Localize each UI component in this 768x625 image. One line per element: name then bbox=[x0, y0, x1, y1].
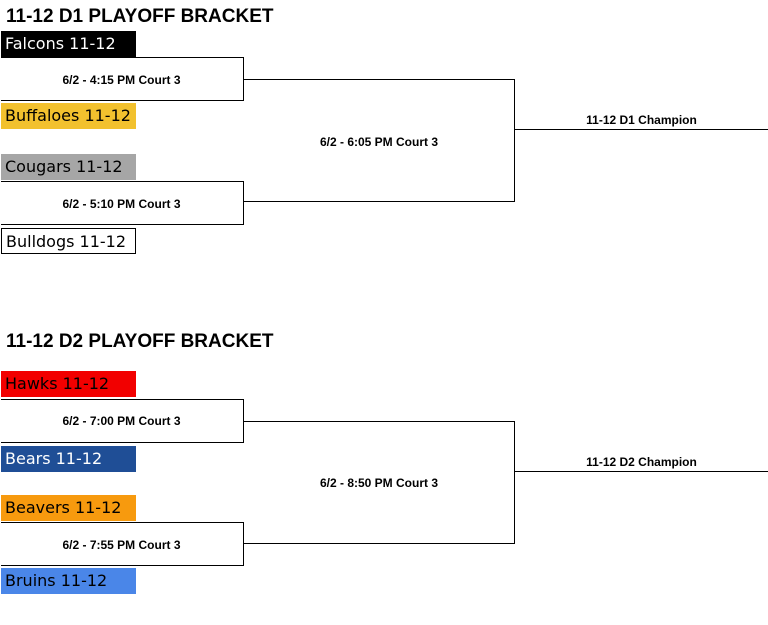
final-connector bbox=[243, 421, 515, 544]
team-slot-bears: Bears 11-12 bbox=[1, 446, 136, 472]
team-slot-hawks: Hawks 11-12 bbox=[1, 371, 136, 397]
final-connector bbox=[243, 79, 515, 202]
bracket-title: 11-12 D2 PLAYOFF BRACKET bbox=[6, 331, 274, 352]
game-2-label: 6/2 - 5:10 PM Court 3 bbox=[62, 197, 181, 211]
champion-line bbox=[515, 129, 768, 130]
game-1-label: 6/2 - 7:00 PM Court 3 bbox=[62, 414, 181, 428]
team-slot-bulldogs: Bulldogs 11-12 bbox=[1, 228, 136, 254]
team-slot-bruins: Bruins 11-12 bbox=[1, 568, 136, 594]
bracket-d2: 11-12 D2 PLAYOFF BRACKET 6/2 - 7:00 PM C… bbox=[0, 325, 768, 625]
game-1-label: 6/2 - 4:15 PM Court 3 bbox=[62, 73, 181, 87]
team-slot-falcons: Falcons 11-12 bbox=[1, 31, 136, 57]
team-slot-cougars: Cougars 11-12 bbox=[1, 154, 136, 180]
final-game-label: 6/2 - 8:50 PM Court 3 bbox=[319, 476, 439, 490]
champion-line bbox=[515, 471, 768, 472]
bracket-d1: 11-12 D1 PLAYOFF BRACKET 6/2 - 4:15 PM C… bbox=[0, 0, 768, 300]
champion-label: 11-12 D2 Champion bbox=[586, 455, 697, 469]
final-game-label: 6/2 - 6:05 PM Court 3 bbox=[319, 135, 439, 149]
champion-label: 11-12 D1 Champion bbox=[586, 113, 697, 127]
team-slot-buffaloes: Buffaloes 11-12 bbox=[1, 103, 136, 129]
bracket-title: 11-12 D1 PLAYOFF BRACKET bbox=[6, 6, 274, 27]
team-slot-beavers: Beavers 11-12 bbox=[1, 495, 136, 521]
game-2-label: 6/2 - 7:55 PM Court 3 bbox=[62, 538, 181, 552]
game-2-connector bbox=[1, 181, 244, 225]
game-2-connector bbox=[1, 522, 244, 566]
